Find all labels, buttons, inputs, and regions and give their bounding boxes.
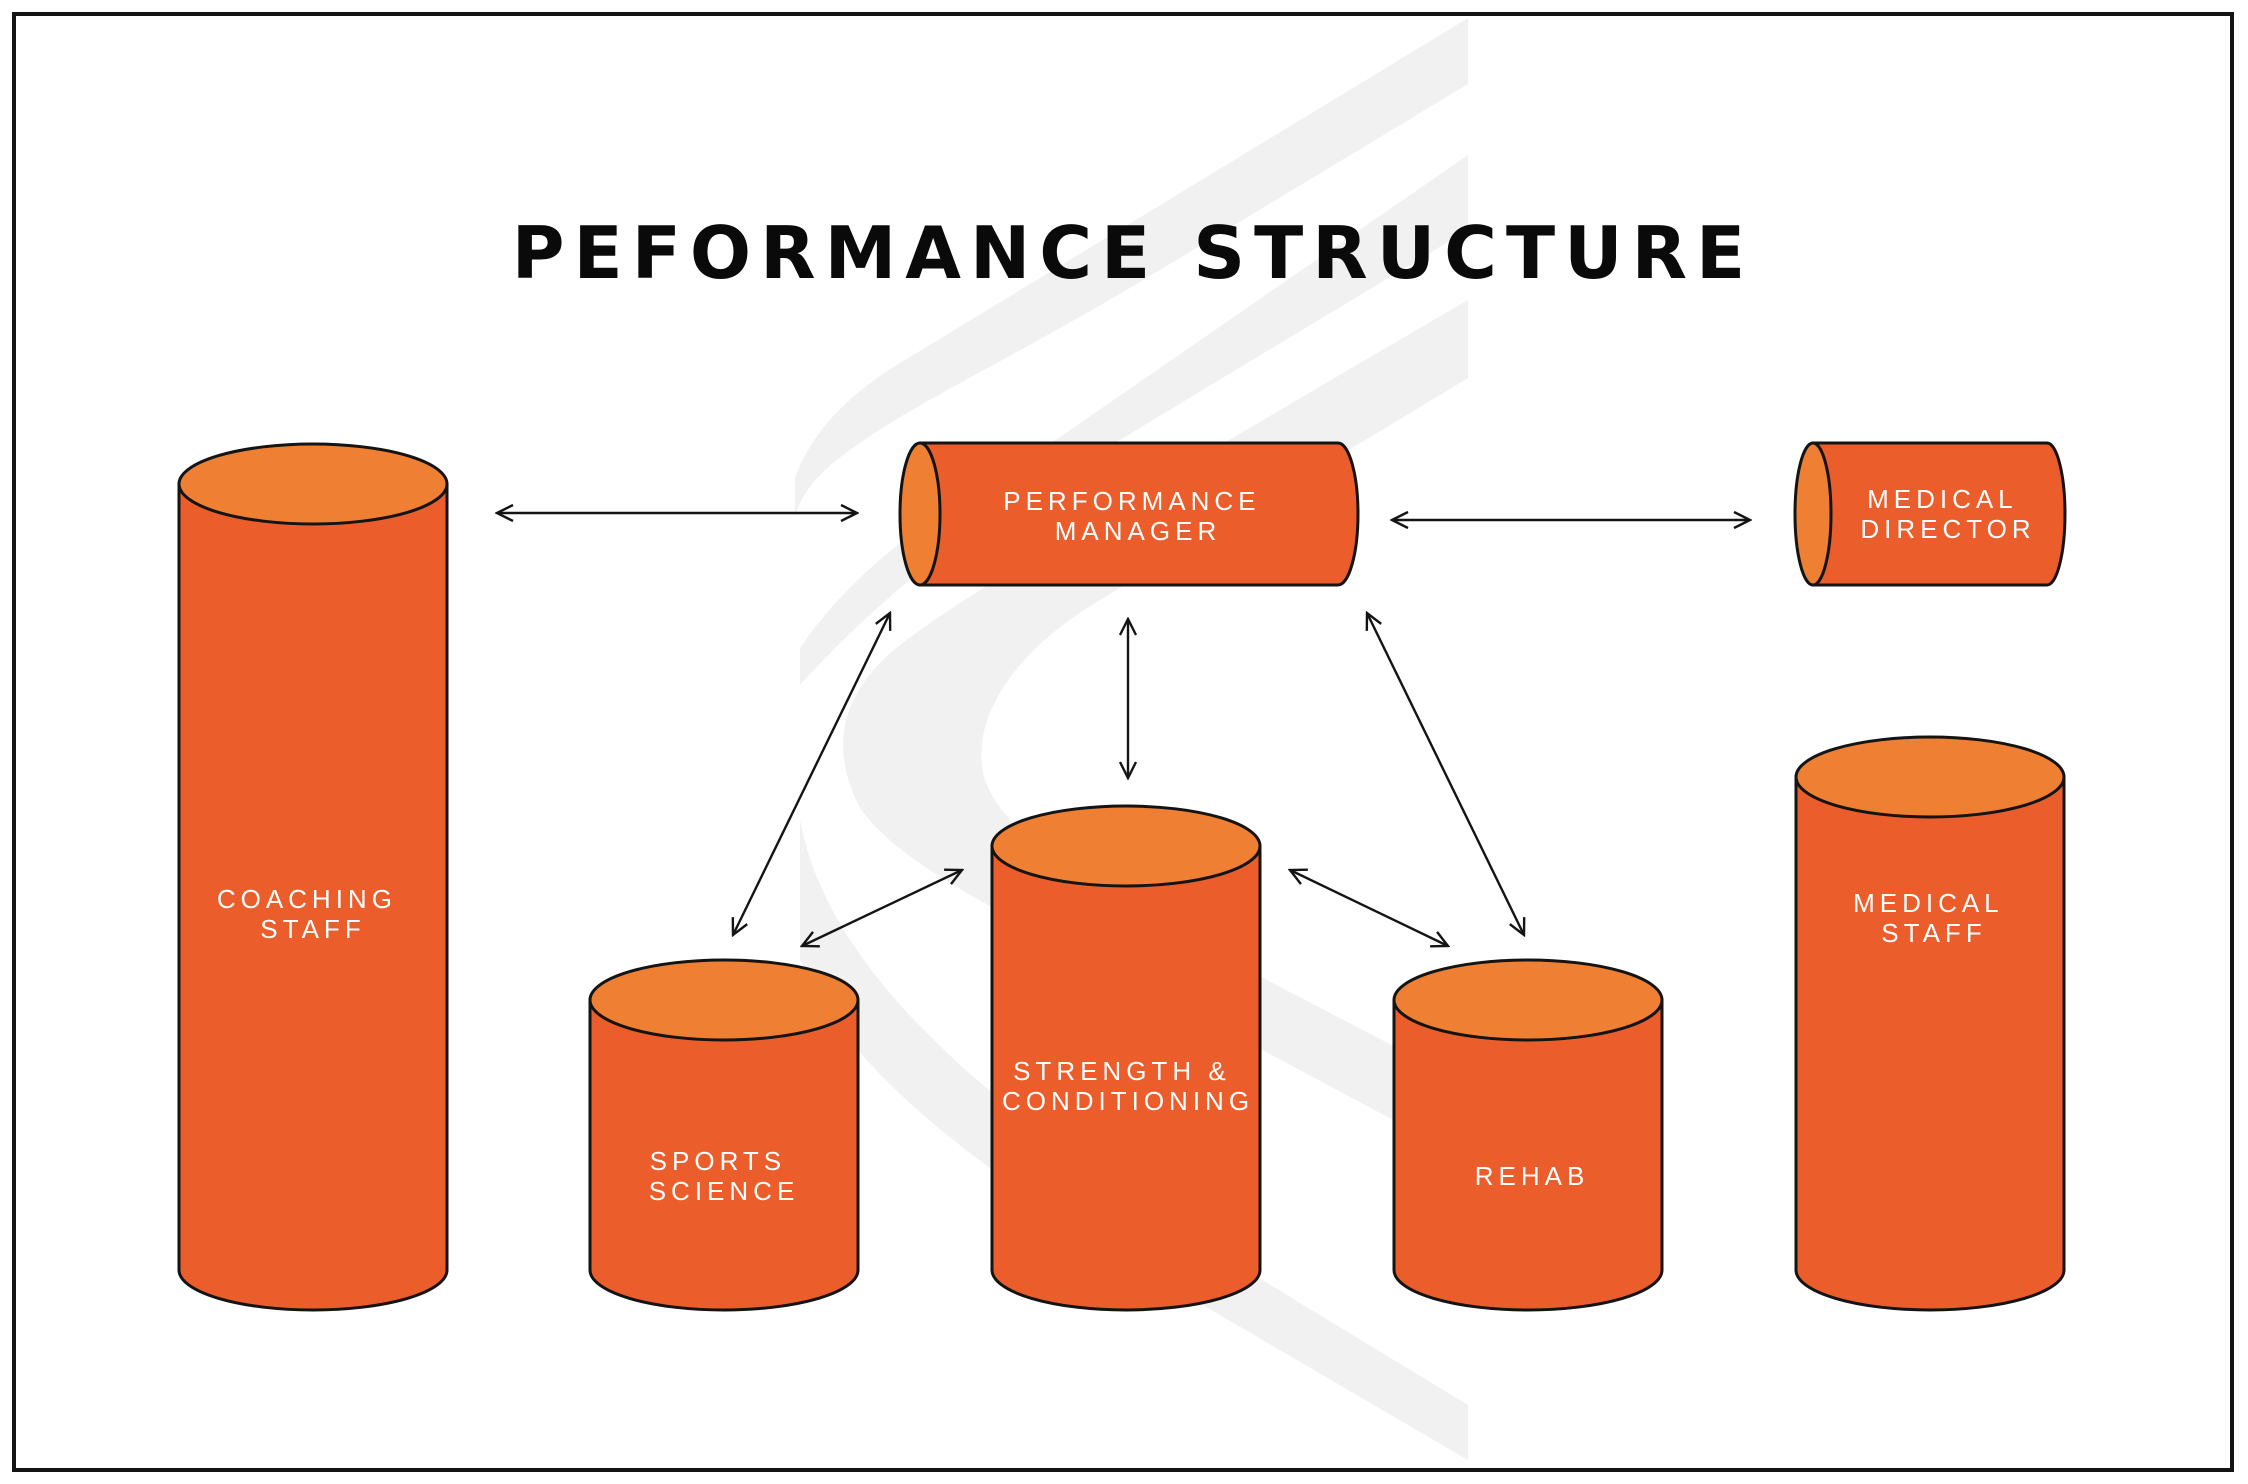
cylinder-top: [1392, 958, 1664, 1042]
node-medical-staff: MEDICAL STAFF: [1794, 735, 2066, 1312]
cylinder-body: [918, 441, 1360, 587]
cylinder-top: [1794, 735, 2066, 819]
connection-arrows: [497, 513, 1750, 946]
cylinder-body: [177, 482, 449, 1312]
cylinder-top: [990, 804, 1262, 888]
cylinder-top: [177, 442, 449, 526]
cylinder-body: [588, 998, 860, 1312]
arrow-performance-manager-to-sports-science: [733, 613, 890, 935]
node-label: PERFORMANCE MANAGER: [1003, 486, 1272, 546]
cylinder-body: [1811, 441, 2067, 587]
cylinder-top: [588, 958, 860, 1042]
node-label: MEDICAL DIRECTOR: [1860, 484, 2035, 544]
node-medical-director: MEDICAL DIRECTOR: [1793, 441, 2067, 587]
diagram-title: PEFORMANCE STRUCTURE: [512, 211, 1754, 295]
cylinder-end: [1793, 441, 1833, 587]
node-label: SPORTS SCIENCE: [649, 1146, 800, 1206]
node-strength-conditioning: STRENGTH & CONDITIONING: [990, 804, 1262, 1312]
arrow-sports-science-to-strength-conditioning: [802, 870, 962, 946]
cylinder-body: [1794, 775, 2066, 1312]
arrow-performance-manager-to-rehab: [1367, 613, 1524, 935]
node-coaching-staff: COACHING STAFF: [177, 442, 449, 1312]
arrow-strength-conditioning-to-rehab: [1290, 870, 1448, 946]
node-rehab: REHAB: [1392, 958, 1664, 1312]
cylinder-body: [990, 844, 1262, 1312]
node-label: MEDICAL STAFF: [1853, 888, 2015, 948]
node-label: STRENGTH & CONDITIONING: [1002, 1056, 1254, 1116]
node-performance-manager: PERFORMANCE MANAGER: [898, 441, 1360, 587]
cylinder-body: [1392, 998, 1664, 1312]
cylinder-end: [898, 441, 942, 587]
node-label: COACHING STAFF: [217, 884, 409, 944]
node-sports-science: SPORTS SCIENCE: [588, 958, 860, 1312]
node-label: REHAB: [1475, 1161, 1590, 1191]
